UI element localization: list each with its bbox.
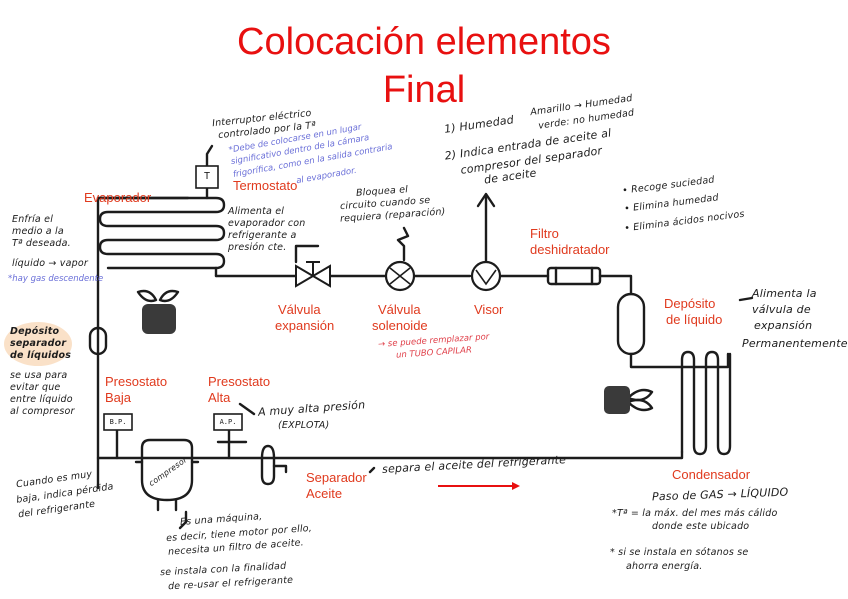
label-deposito-2: de líquido	[666, 312, 723, 327]
note-alimenta-4: presión cte.	[228, 242, 287, 253]
ap-box-label: A.P.	[219, 418, 237, 426]
thermostat-box-label: T	[203, 171, 211, 182]
note-alimenta-1: Alimenta el	[228, 206, 285, 217]
label-evaporador: Evaporador	[84, 190, 152, 205]
note-alimenta-3: refrigerante a	[228, 230, 297, 241]
title-line-2: Final	[382, 69, 466, 111]
compressor-shape	[140, 438, 194, 502]
condenser-coil	[680, 350, 732, 456]
deposit-shape	[616, 292, 646, 356]
label-deposito-1: Depósito	[664, 296, 716, 311]
solenoid-wire	[396, 226, 410, 262]
evaporator-fan-motor	[142, 304, 176, 334]
note-alimenta-valvula-1: Alimenta la	[752, 287, 817, 300]
loop-deposit-to-cond	[629, 352, 730, 369]
condenser-fan	[626, 388, 654, 412]
note-alimenta-valvula-4: Permanentemente	[742, 337, 848, 350]
liquid-separator-shape	[88, 326, 108, 356]
ap-box	[213, 413, 243, 431]
note-liquido-vapor: líquido → vapor	[12, 258, 89, 269]
note-enfria-3: Tª deseada.	[12, 238, 71, 249]
note-se-usa-2: evitar que	[10, 382, 61, 393]
note-alimenta-valvula-2: válvula de	[752, 303, 811, 316]
note-se-usa-3: entre líquido	[10, 394, 73, 405]
liquid-separator-highlight	[4, 322, 72, 366]
condenser-fan-motor	[604, 386, 630, 414]
label-valvula-solenoide-1: Válvula	[378, 302, 421, 317]
title-line-1: Colocación elementos	[237, 21, 611, 63]
label-presostato-alta-1: Presostato	[208, 374, 271, 389]
note-enfria-2: medio a la	[12, 226, 64, 237]
label-filtro-1: Filtro	[530, 226, 559, 241]
label-presostato-baja-1: Presostato	[105, 374, 168, 389]
filter-shape	[546, 266, 602, 286]
oil-separator-shape	[260, 444, 276, 486]
evaporator-coil	[96, 196, 226, 270]
label-valvula-expansion-2: expansión	[275, 318, 335, 333]
note-se-usa-4: al compresor	[10, 406, 75, 417]
thermostat-box	[195, 165, 219, 189]
visor-sightglass	[470, 260, 502, 292]
note-cond-3: * si se instala en sótanos se	[610, 547, 749, 558]
evaporator-fan	[136, 289, 180, 303]
note-se-usa-1: se usa para	[10, 370, 68, 381]
note-alimenta-valvula-3: expansión	[754, 319, 813, 332]
bp-box-label: B.P.	[109, 418, 127, 426]
blue-gas-note: *hay gas descendente	[8, 274, 104, 284]
note-cond-1: *Tª = la máx. del mes más cálido	[612, 508, 778, 519]
note-cond-2: donde este ubicado	[652, 521, 750, 532]
label-condensador: Condensador	[672, 467, 751, 482]
label-presostato-alta-2: Alta	[208, 390, 231, 405]
loop-bottom-line	[96, 450, 684, 460]
bp-box	[103, 413, 133, 431]
note-deposito-sep-2: separador	[10, 338, 67, 349]
label-visor: Visor	[474, 302, 504, 317]
label-filtro-2: deshidratador	[530, 242, 610, 257]
label-valvula-expansion-1: Válvula	[278, 302, 321, 317]
note-enfria-1: Enfría el	[12, 214, 54, 225]
note-alimenta-2: evaporador con	[228, 218, 306, 229]
note-alta-presion-2: (EXPLOTA)	[278, 420, 330, 431]
note-deposito-sep-1: Depósito	[10, 326, 60, 337]
note-deposito-sep-3: de líquidos	[10, 350, 72, 361]
label-presostato-baja-2: Baja	[105, 390, 132, 405]
label-separador-2: Aceite	[306, 486, 343, 501]
label-separador-1: Separador	[306, 470, 367, 485]
label-termostato: Termostato	[233, 178, 298, 193]
label-valvula-solenoide-2: solenoide	[372, 318, 428, 333]
note-cond-4: ahorra energía.	[626, 561, 703, 572]
